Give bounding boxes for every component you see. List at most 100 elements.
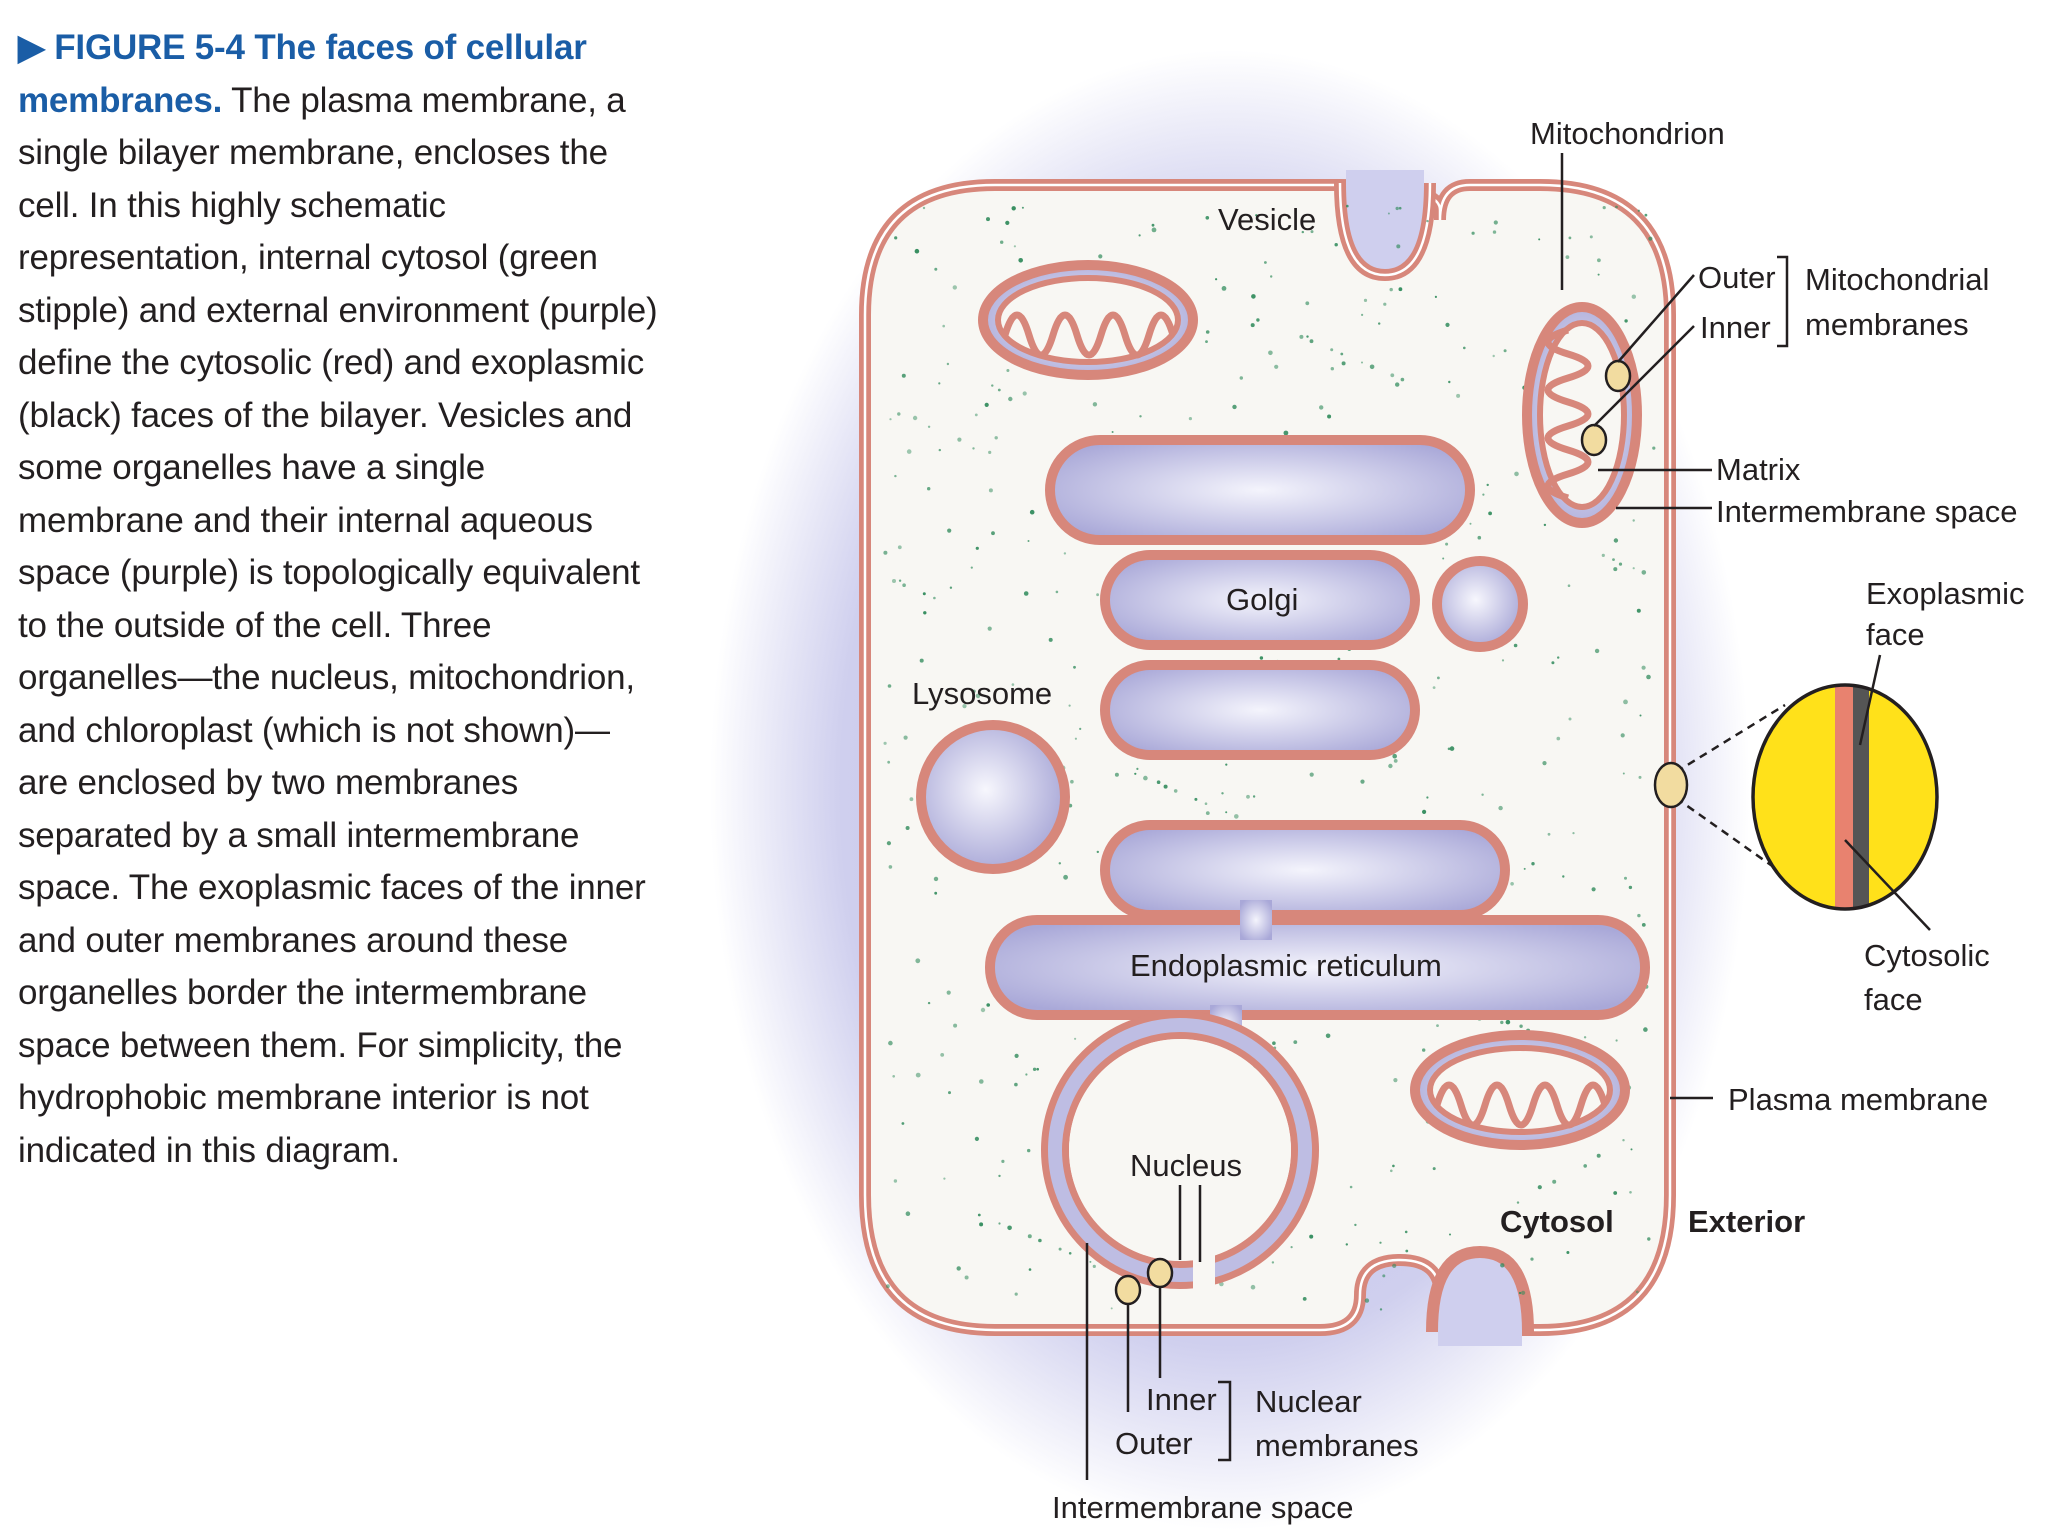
- stipple-dot: [897, 545, 902, 550]
- stipple-dot: [1388, 763, 1393, 769]
- label-vesicle: Vesicle: [1218, 202, 1316, 237]
- label-nuclear-membranes-2: membranes: [1255, 1428, 1419, 1463]
- label-intermembrane-space-mito: Intermembrane space: [1716, 494, 2018, 529]
- stipple-dot: [1613, 567, 1618, 572]
- stipple-dot: [1601, 553, 1605, 558]
- stipple-dot: [1583, 1036, 1587, 1039]
- golgi-cisterna-lower: [1100, 660, 1420, 760]
- stipple-dot: [974, 413, 978, 417]
- stipple-dot: [919, 658, 924, 663]
- stipple-dot: [1205, 340, 1208, 343]
- stipple-dot: [1268, 350, 1273, 356]
- stipple-dot: [1432, 686, 1436, 689]
- stipple-dot: [1215, 278, 1218, 281]
- stipple-dot: [1445, 542, 1449, 546]
- stipple-dot: [1330, 348, 1334, 352]
- stipple-dot: [948, 1091, 951, 1095]
- stipple-dot: [947, 528, 952, 533]
- stipple-dot: [1225, 763, 1228, 766]
- mito-inner-spot: [1580, 423, 1608, 457]
- stipple-dot: [1309, 1234, 1314, 1239]
- stipple-dot: [1639, 714, 1642, 717]
- stipple-dot: [934, 267, 938, 271]
- stipple-dot: [1310, 230, 1314, 234]
- stipple-dot: [906, 449, 912, 454]
- leader-lines: [1085, 153, 1931, 1480]
- stipple-dot: [1256, 318, 1260, 322]
- stipple-dot: [1501, 659, 1505, 662]
- stipple-dot: [934, 891, 938, 895]
- small-vesicle: [1432, 556, 1528, 652]
- stipple-dot: [1068, 704, 1071, 707]
- stipple-dot: [1325, 1033, 1331, 1039]
- stipple-dot: [886, 841, 892, 846]
- stipple-dot: [1493, 220, 1498, 225]
- stipple-dot: [1436, 1024, 1439, 1027]
- stipple-dot: [1023, 591, 1029, 596]
- stipple-dot: [1542, 761, 1547, 766]
- stipple-dot: [1648, 236, 1653, 241]
- stipple-dot: [1531, 862, 1535, 866]
- stipple-dot: [1025, 1073, 1028, 1076]
- stipple-dot: [942, 324, 945, 328]
- stipple-dot: [1008, 396, 1013, 402]
- stipple-dot: [1163, 784, 1168, 789]
- label-lysosome: Lysosome: [912, 676, 1052, 711]
- stipple-dot: [1302, 1297, 1307, 1301]
- stipple-dot: [975, 546, 979, 550]
- stipple-dot: [1538, 238, 1541, 241]
- stipple-dot: [1505, 1019, 1511, 1025]
- stipple-dot: [1079, 727, 1082, 731]
- stipple-dot: [1021, 206, 1024, 209]
- stipple-dot: [988, 488, 993, 493]
- stipple-dot: [1630, 1148, 1633, 1151]
- stipple-dot: [1204, 802, 1208, 805]
- stipple-dot: [1005, 220, 1010, 225]
- label-nuclear-membranes-1: Nuclear: [1255, 1384, 1362, 1419]
- stipple-dot: [1011, 206, 1016, 211]
- stipple-dot: [1557, 656, 1560, 659]
- label-cytosolic-face-2: face: [1864, 982, 1923, 1017]
- stipple-dot: [892, 579, 896, 583]
- stipple-dot: [1173, 789, 1178, 793]
- stipple-dot: [1432, 1167, 1436, 1171]
- stipple-dot: [1028, 1268, 1032, 1271]
- nuc-inner-spot: [1146, 1257, 1174, 1289]
- stipple-dot: [998, 1174, 1001, 1178]
- stipple-dot: [1492, 354, 1495, 358]
- stipple-dot: [1058, 1247, 1062, 1251]
- stipple-dot: [994, 436, 998, 440]
- stipple-dot: [1398, 287, 1403, 292]
- stipple-dot: [1337, 657, 1341, 661]
- label-mitochondrion: Mitochondrion: [1530, 116, 1725, 151]
- stipple-dot: [991, 384, 994, 387]
- golgi-cisterna-top: [1045, 435, 1475, 545]
- stipple-dot: [927, 487, 931, 491]
- stipple-dot: [1341, 361, 1346, 366]
- stipple-dot: [1426, 219, 1429, 223]
- stipple-dot: [974, 1136, 980, 1141]
- stipple-dot: [1628, 885, 1633, 890]
- stipple-dot: [933, 596, 936, 600]
- stipple-dot: [1652, 446, 1656, 450]
- stipple-dot: [1434, 295, 1437, 298]
- stipple-dot: [1038, 1238, 1042, 1243]
- stipple-dot: [1426, 796, 1429, 799]
- stipple-dot: [1596, 1153, 1601, 1158]
- stipple-dot: [1063, 552, 1067, 555]
- stipple-dot: [1612, 558, 1615, 561]
- stipple-dot: [886, 1284, 890, 1289]
- stipple-dot: [1556, 736, 1561, 741]
- stipple-dot: [1602, 206, 1606, 210]
- stipple-dot: [1641, 665, 1646, 670]
- stipple-dot: [1251, 294, 1256, 299]
- stipple-dot: [905, 826, 910, 830]
- stipple-dot: [1048, 637, 1053, 642]
- nuclear-intermembrane-space: [1048, 1018, 1312, 1282]
- stipple-dot: [987, 626, 992, 631]
- stipple-dot: [1252, 795, 1256, 798]
- stipple-dot: [1272, 1041, 1276, 1045]
- stipple-dot: [1000, 240, 1004, 244]
- stipple-dot: [1636, 608, 1641, 613]
- stipple-dot: [1500, 1020, 1504, 1025]
